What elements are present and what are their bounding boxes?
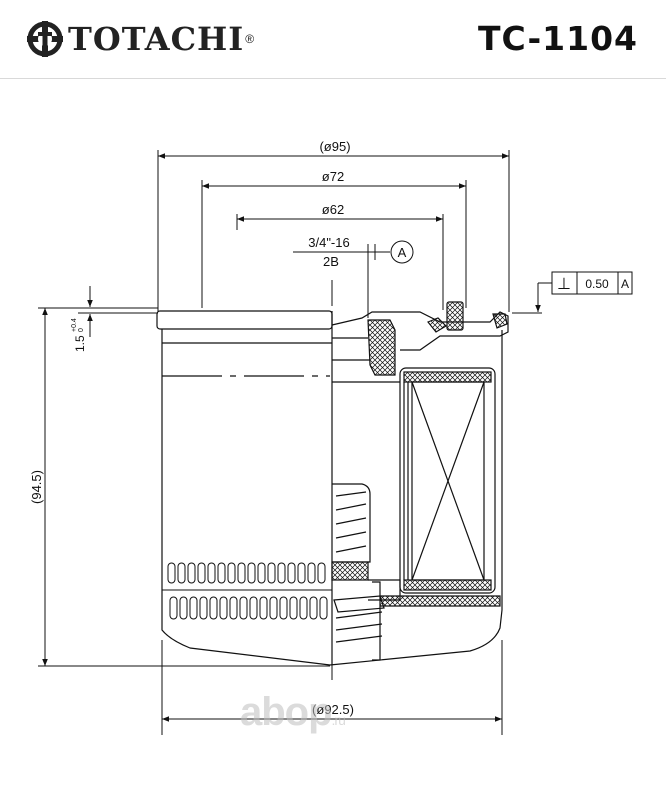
- base-ribs-lower: [169, 596, 328, 620]
- brand-name: TOTACHI: [68, 20, 245, 58]
- dim-gasket-tolerance-upper: +0.4: [71, 318, 78, 332]
- dim-overall-diameter: (ø95): [319, 139, 350, 154]
- datum-letter: A: [398, 245, 407, 260]
- filter-body: [156, 310, 503, 666]
- dim-gasket-inner-diameter: ø62: [322, 202, 344, 217]
- registered-mark: ®: [245, 32, 255, 46]
- totachi-gear-logo-icon: [27, 21, 63, 57]
- dim-gasket-thickness: 1.5: [73, 335, 87, 352]
- datum-circle: [390, 240, 414, 264]
- tolerance-frame: [551, 271, 633, 295]
- watermark-text: aboр: [240, 690, 333, 734]
- watermark-suffix: .ru: [331, 712, 346, 728]
- dim-gasket-tolerance-lower: 0: [78, 328, 85, 332]
- dim-thread-class: 2B: [323, 254, 339, 269]
- base-ribs-upper: [167, 562, 326, 584]
- section-view: [331, 301, 509, 661]
- perpendicularity-symbol: ⊥: [557, 276, 571, 293]
- dim-body-diameter: (ø92.5): [312, 702, 354, 717]
- tolerance-datum: A: [621, 277, 629, 291]
- dim-thread-size: 3/4"-16: [308, 235, 349, 250]
- dim-height: (94.5): [29, 470, 44, 504]
- brand-logo: TOTACHI®: [26, 16, 254, 62]
- watermark: aboр.ru: [240, 690, 346, 735]
- dim-gasket-outer-diameter: ø72: [322, 169, 344, 184]
- header: TOTACHI® TC-1104: [0, 0, 666, 79]
- part-number: TC-1104: [477, 19, 638, 58]
- tolerance-value: 0.50: [585, 277, 609, 291]
